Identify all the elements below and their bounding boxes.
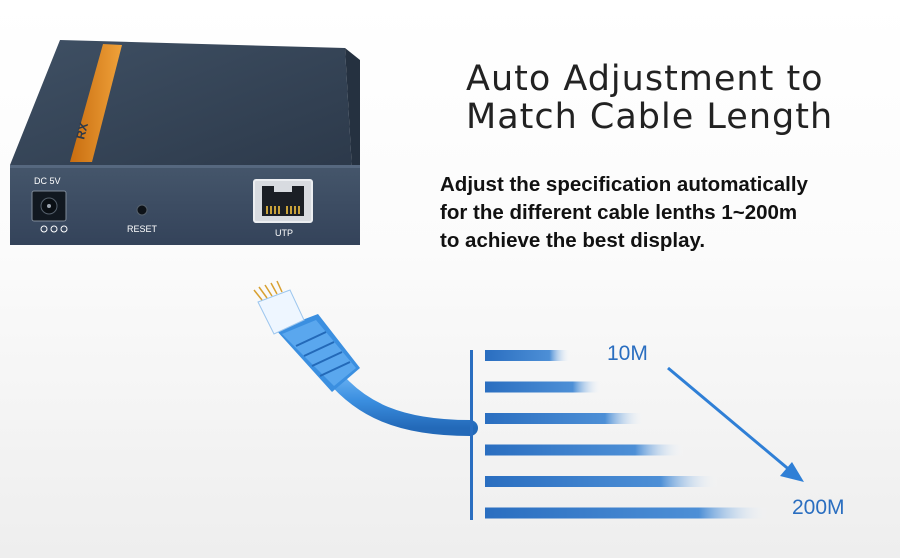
headline-line-1: Auto Adjustment to: [466, 59, 824, 99]
distance-bar: [485, 350, 571, 361]
distance-bar: [485, 476, 719, 487]
reset-button: [136, 204, 148, 216]
distance-bar: [485, 507, 770, 519]
description-line-1: Adjust the specification automatically: [440, 173, 808, 196]
headline-line-2: Match Cable Length: [466, 97, 834, 137]
description: Adjust the specification automatically f…: [440, 171, 900, 255]
bars-rail: [470, 350, 473, 520]
distance-bars: [485, 350, 770, 519]
max-distance-label: 200M: [792, 496, 845, 519]
device-orange-strip: [70, 44, 122, 162]
headline: Auto Adjustment to Match Cable Length: [466, 60, 886, 136]
rj45-connector: [253, 280, 360, 392]
reset-label: RESET: [127, 224, 158, 234]
description-line-3: to achieve the best display.: [440, 229, 706, 252]
device-lid-label: RX: [73, 121, 91, 141]
network-cable: [322, 364, 478, 436]
polarity-icon: [40, 225, 48, 233]
distance-bar: [485, 413, 645, 424]
arrow-down-right-icon: [667, 366, 804, 482]
device-illustration: RX DC 5V RESET UTP: [10, 40, 360, 245]
port-label: UTP: [275, 228, 293, 238]
min-distance-label: 10M: [607, 342, 648, 365]
distance-bar: [485, 381, 602, 393]
description-line-2: for the different cable lenths 1~200m: [440, 201, 798, 224]
power-label: DC 5V: [34, 176, 61, 186]
distance-bar: [485, 444, 685, 456]
